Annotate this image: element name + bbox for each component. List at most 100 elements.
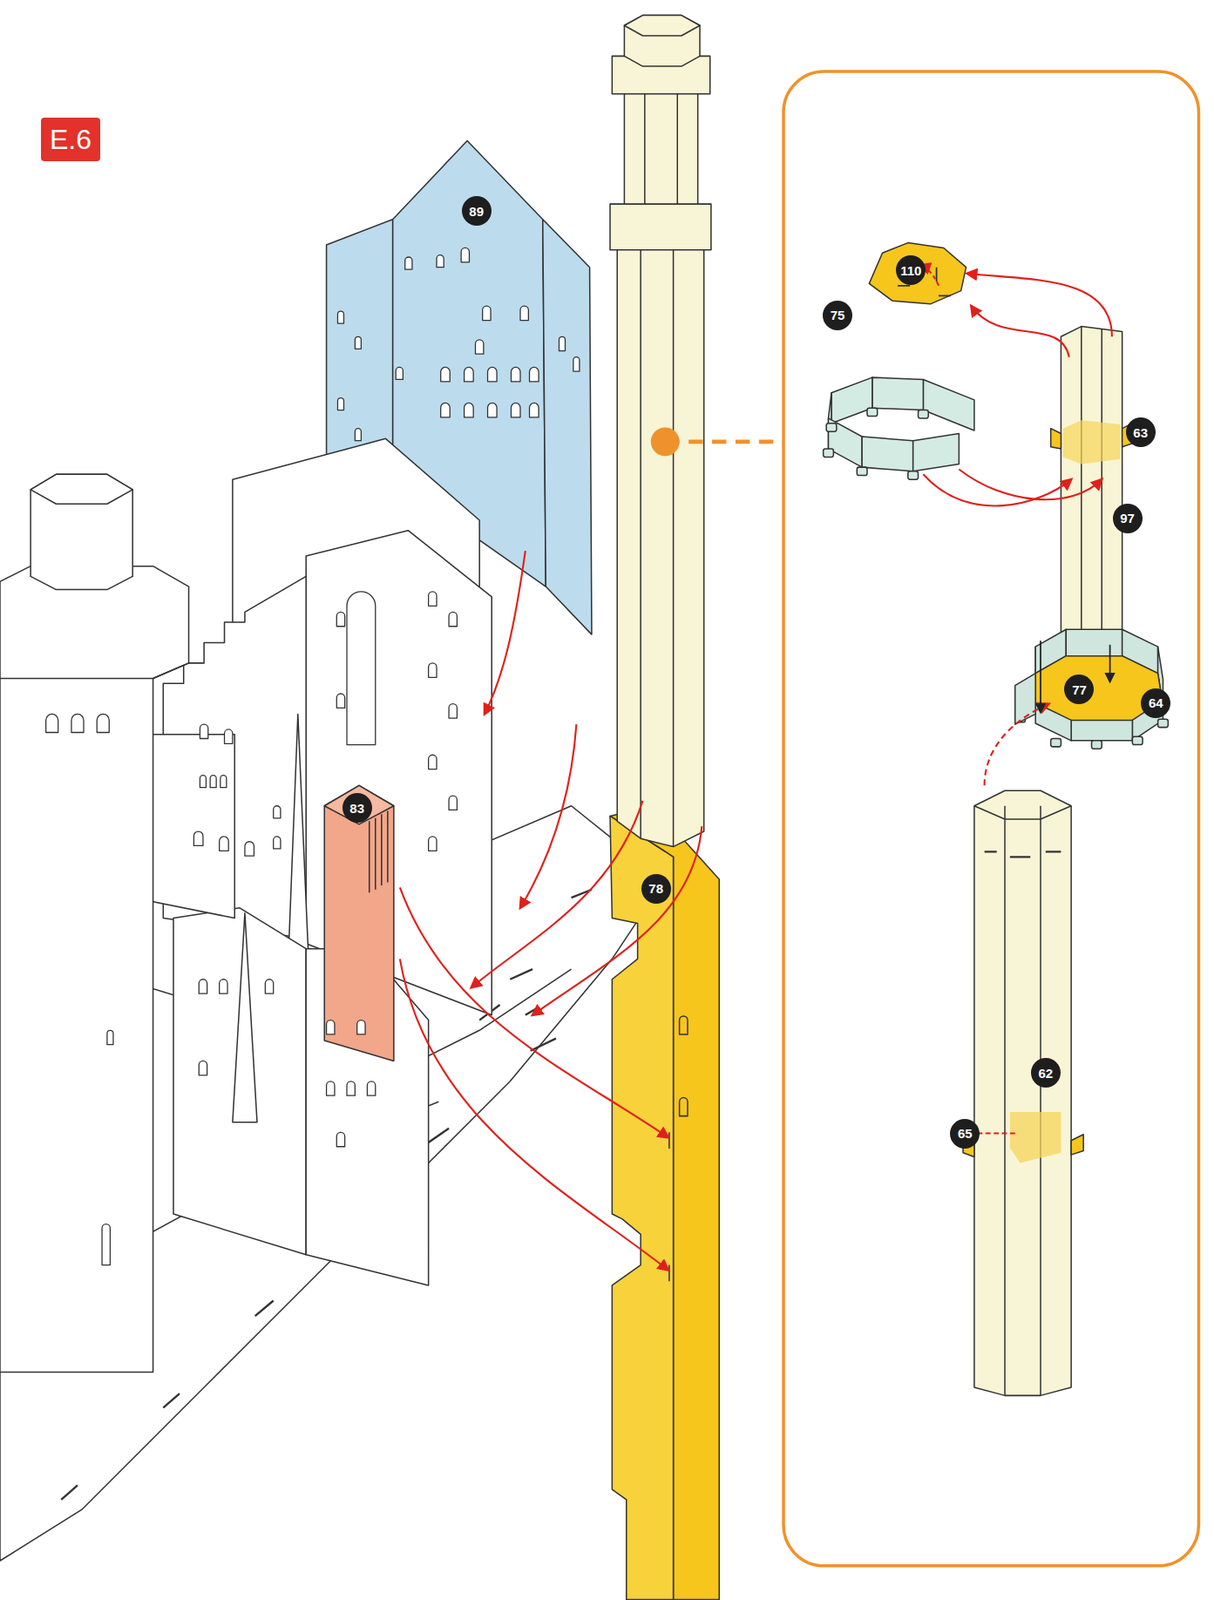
ring-tab	[1091, 740, 1103, 749]
window	[510, 402, 521, 417]
round-tower	[0, 652, 154, 1372]
assembly-arrows	[958, 468, 1102, 500]
window	[199, 775, 206, 788]
callout-number: 64	[1140, 688, 1171, 719]
callout-number: 78	[641, 874, 672, 904]
window	[273, 806, 281, 819]
assembly-arrows	[400, 887, 669, 1138]
tower-83	[369, 811, 388, 894]
window	[199, 724, 208, 739]
assembly-arrows	[471, 800, 644, 988]
tower-83	[324, 785, 394, 1061]
window	[219, 836, 230, 851]
window	[326, 1020, 335, 1035]
window	[366, 1081, 375, 1096]
window	[448, 611, 457, 626]
window	[529, 366, 540, 381]
window	[558, 336, 565, 351]
tube-62	[1071, 1134, 1084, 1155]
detail-pointer	[664, 440, 784, 445]
window	[273, 836, 281, 849]
window	[405, 257, 413, 270]
wall-panel-78	[610, 815, 674, 1600]
tube-62	[984, 851, 1062, 857]
window	[440, 366, 451, 381]
tube-97	[1100, 328, 1103, 657]
callout-number: 75	[822, 300, 853, 331]
window	[46, 713, 59, 733]
assembly-arrows	[484, 550, 526, 714]
tube-97	[1051, 428, 1062, 449]
window	[107, 1030, 114, 1045]
tall-tower	[617, 244, 705, 848]
ring-tab	[1132, 736, 1143, 745]
tall-tower	[623, 81, 698, 204]
alignment-lines	[1040, 640, 1111, 713]
tube-62	[1003, 806, 1006, 1397]
tube-97	[1063, 420, 1121, 464]
window	[440, 402, 451, 417]
assembly-arrows	[400, 958, 669, 1270]
tube-97	[1051, 326, 1135, 658]
tall-tower	[639, 250, 642, 839]
detail-dot	[651, 427, 680, 456]
wall-panel-78	[669, 1016, 688, 1282]
round-tower	[153, 663, 190, 679]
castle-hall	[288, 713, 308, 949]
window	[193, 831, 204, 846]
callout-number: 77	[1064, 674, 1094, 705]
tube-97	[1060, 326, 1122, 658]
alignment-lines	[1109, 644, 1112, 682]
window	[428, 663, 437, 678]
band-tab	[823, 448, 835, 457]
band-tab	[867, 407, 878, 416]
castle-hall	[132, 438, 492, 1286]
window	[220, 775, 227, 788]
callout-number: 110	[895, 255, 926, 285]
band-75	[823, 377, 975, 480]
window	[395, 366, 403, 380]
castle-illustration	[0, 15, 1199, 1600]
window	[71, 713, 84, 733]
callout-number: 83	[342, 793, 373, 823]
ring-wall	[1065, 629, 1122, 656]
callout-number: 97	[1112, 503, 1143, 534]
tall-tower	[623, 15, 700, 36]
window	[448, 795, 457, 810]
round-tower	[0, 474, 190, 1372]
tall-tower	[644, 81, 646, 204]
tall-tower	[623, 15, 700, 68]
window	[346, 1081, 355, 1096]
alignment-lines	[1039, 640, 1042, 713]
ring-wall	[1071, 719, 1133, 740]
tall-tower	[677, 81, 679, 204]
window	[354, 336, 361, 349]
window	[336, 1132, 345, 1147]
window	[210, 775, 217, 788]
tube-62	[963, 790, 1084, 1396]
wall-panel-89	[542, 219, 592, 635]
round-tower	[30, 474, 133, 504]
detail-panel	[783, 71, 1199, 1567]
assembly-arrows	[976, 1132, 1015, 1134]
window	[337, 398, 344, 411]
window	[337, 311, 344, 324]
assembly-arrows	[967, 273, 1113, 338]
wall-panel-78	[610, 806, 719, 1600]
window	[448, 704, 457, 719]
window	[529, 402, 540, 417]
ring-64	[1015, 629, 1169, 749]
window	[198, 979, 207, 994]
window	[464, 366, 475, 381]
tube-62	[1010, 1112, 1062, 1164]
tall-tower	[672, 250, 675, 848]
window	[573, 357, 580, 372]
tall-tower	[610, 15, 712, 848]
window	[96, 713, 109, 733]
window	[520, 305, 529, 320]
tube-62	[1039, 806, 1042, 1397]
tower-83	[324, 785, 394, 1061]
assembly-arrows	[532, 826, 702, 1016]
